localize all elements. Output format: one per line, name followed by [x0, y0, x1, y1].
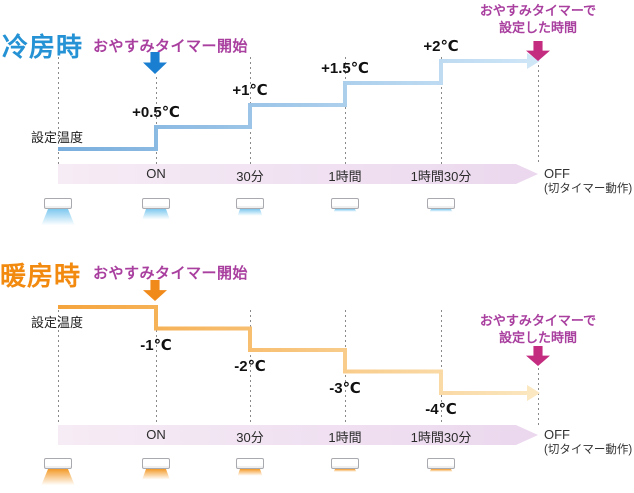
- sleep-timer-start-label: おやすみタイマー開始: [93, 265, 249, 282]
- temperature-step-label: -2℃: [234, 358, 266, 375]
- temperature-step-label: -3℃: [329, 379, 361, 397]
- airflow-icon: [429, 469, 453, 472]
- timeline-label: 1時間30分: [410, 169, 472, 184]
- time-gridline: [441, 310, 442, 425]
- air-conditioner-icon: [142, 458, 170, 469]
- sleep-timer-start-label: おやすみタイマー開始: [93, 38, 249, 55]
- timer-set-time-label: おやすみタイマーで 設定した時間: [480, 312, 596, 346]
- airflow-icon: [237, 469, 263, 476]
- time-gridline: [538, 368, 539, 425]
- time-gridline: [441, 57, 442, 164]
- air-conditioner-icon: [427, 198, 455, 209]
- air-conditioner-icon: [331, 198, 359, 209]
- time-gridline: [538, 65, 539, 164]
- time-gridline: [156, 77, 157, 164]
- timer-start-down-arrow-icon: [143, 280, 167, 301]
- temperature-step-label: +1℃: [232, 82, 268, 99]
- air-conditioner-icon: [236, 458, 264, 469]
- timer-set-time-down-arrow-icon: [526, 346, 550, 366]
- timer-set-time-label-line1: おやすみタイマーで: [479, 313, 597, 328]
- time-gridline: [156, 310, 157, 425]
- timer-set-time-label-line2: 設定した時間: [498, 330, 578, 345]
- off-label-block: OFF (切タイマー動作): [544, 165, 632, 197]
- timeline-label: 1時間30分: [410, 430, 472, 445]
- temperature-step-label: +0.5℃: [132, 104, 180, 121]
- heating-line-arrowhead-icon: [527, 385, 540, 401]
- heating-title: 暖房時: [0, 261, 82, 291]
- off-label-block: OFF (切タイマー動作): [544, 426, 632, 458]
- set-temperature-label: 設定温度: [31, 315, 84, 330]
- airflow-icon: [333, 469, 357, 472]
- off-label: OFF: [544, 166, 570, 181]
- airflow-icon: [237, 209, 263, 216]
- off-timer-note: (切タイマー動作): [544, 183, 633, 195]
- timer-set-time-down-arrow-icon: [526, 41, 550, 61]
- timeline-label: 30分: [236, 169, 264, 184]
- airflow-icon: [41, 469, 75, 486]
- timer-set-time-label-line2: 設定した時間: [498, 20, 578, 35]
- time-gridline: [345, 57, 346, 164]
- timeline-band: ON 30分 1時間 1時間30分: [58, 164, 538, 184]
- time-gridline: [250, 57, 251, 164]
- temperature-step-label: +1.5℃: [321, 60, 369, 77]
- time-gridline: [250, 310, 251, 425]
- temperature-step-label: -1℃: [140, 336, 172, 354]
- airflow-icon: [333, 209, 357, 212]
- cooling-step-line: [58, 59, 527, 151]
- airflow-icon: [41, 209, 75, 226]
- temperature-step-label: -4℃: [425, 401, 457, 418]
- temperature-step-label: +2℃: [423, 38, 459, 55]
- timer-set-time-label: おやすみタイマーで 設定した時間: [480, 2, 596, 36]
- time-gridline: [345, 310, 346, 425]
- air-conditioner-icon: [331, 458, 359, 469]
- timeline-label: 1時間: [328, 430, 362, 445]
- air-conditioner-icon: [236, 198, 264, 209]
- air-conditioner-icon: [142, 198, 170, 209]
- airflow-icon: [142, 209, 170, 220]
- timeline-label: ON: [146, 166, 166, 181]
- air-conditioner-icon: [427, 458, 455, 469]
- airflow-icon: [142, 469, 170, 480]
- timeline-label: 1時間: [328, 169, 362, 184]
- air-conditioner-icon: [44, 458, 72, 469]
- timeline-label: ON: [146, 427, 166, 442]
- set-temperature-label: 設定温度: [31, 130, 84, 145]
- off-timer-note: (切タイマー動作): [544, 444, 633, 456]
- heating-step-line: [58, 305, 527, 395]
- airflow-icon: [429, 209, 453, 212]
- air-conditioner-icon: [44, 198, 72, 209]
- timer-set-time-label-line1: おやすみタイマーで: [479, 3, 597, 18]
- cooling-title: 冷房時: [2, 32, 84, 62]
- off-label: OFF: [544, 427, 570, 442]
- timeline-band: ON 30分 1時間 1時間30分: [58, 425, 538, 445]
- timeline-label: 30分: [236, 430, 264, 445]
- time-gridline: [58, 57, 59, 164]
